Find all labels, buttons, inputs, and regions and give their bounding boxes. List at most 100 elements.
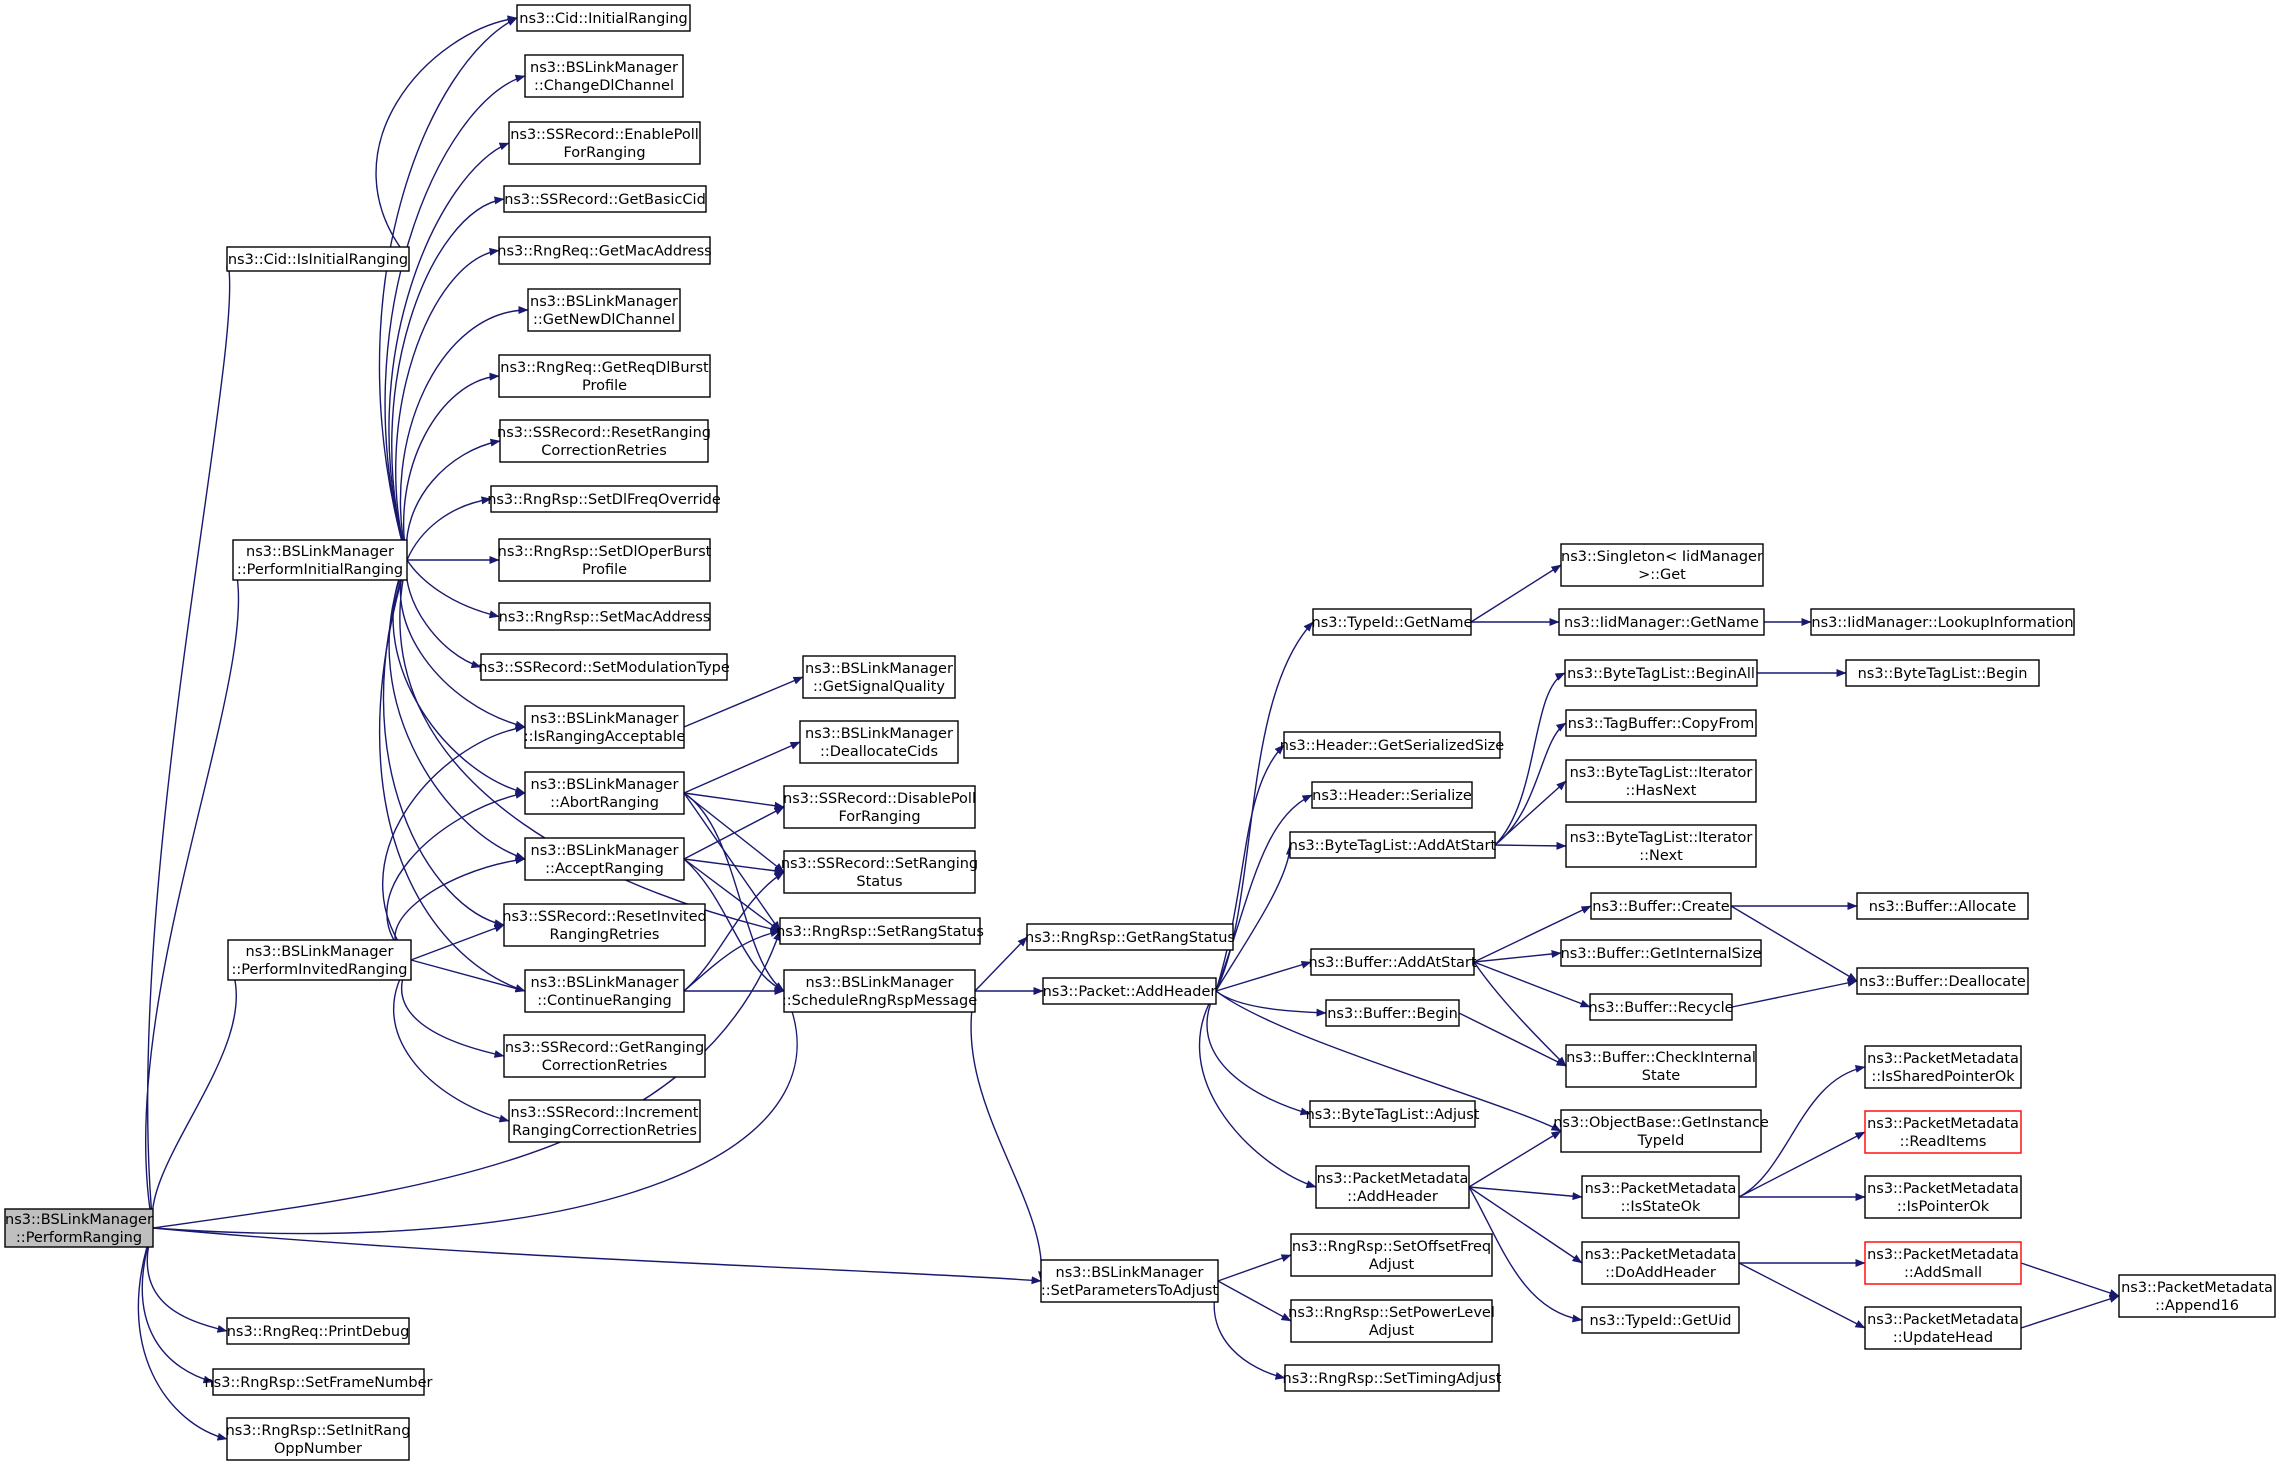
node-basicCid[interactable]: ns3::SSRecord::GetBasicCid <box>503 185 707 213</box>
node-label-line: ns3::IidManager::LookupInformation <box>1811 615 2073 631</box>
node-label-line: OppNumber <box>274 1441 362 1457</box>
edge-path <box>683 676 804 728</box>
node-btlBegin[interactable]: ns3::ByteTagList::Begin <box>1845 659 2040 687</box>
node-getName[interactable]: ns3::TypeId::GetName <box>1312 608 1473 636</box>
node-box <box>1564 659 1758 687</box>
node-btlAddAt[interactable]: ns3::ByteTagList::AddAtStart <box>1289 831 1497 859</box>
node-frameNum[interactable]: ns3::RngRsp::SetFrameNumber <box>204 1368 433 1396</box>
node-cidIsInit[interactable]: ns3::Cid::IsInitialRanging <box>226 246 410 272</box>
node-allocate[interactable]: ns3::Buffer::Allocate <box>1856 892 2029 920</box>
node-isShared[interactable]: ns3::PacketMetadata::IsSharedPointerOk <box>1864 1045 2022 1089</box>
node-rspMac[interactable]: ns3::RngRsp::SetMacAddress <box>498 602 711 631</box>
node-updateHead[interactable]: ns3::PacketMetadata::UpdateHead <box>1864 1306 2022 1350</box>
node-label-line: ns3::PacketMetadata <box>1585 1247 1737 1263</box>
node-box <box>1864 1045 2022 1089</box>
node-resetCorr[interactable]: ns3::SSRecord::ResetRangingCorrectionRet… <box>497 419 711 463</box>
node-lookup[interactable]: ns3::IidManager::LookupInformation <box>1810 608 2075 636</box>
node-changeDl[interactable]: ns3::BSLinkManager::ChangeDlChannel <box>524 54 684 98</box>
node-box <box>508 1099 701 1143</box>
node-singleton[interactable]: ns3::Singleton< IidManager>::Get <box>1560 543 1764 587</box>
edge-path <box>683 792 785 810</box>
node-dealloc2[interactable]: ns3::Buffer::Deallocate <box>1856 967 2029 995</box>
node-getRang[interactable]: ns3::RngRsp::GetRangStatus <box>1025 923 1235 951</box>
node-sched[interactable]: ns3::BSLinkManager::ScheduleRngRspMessag… <box>782 969 977 1013</box>
node-label-line: ::DeallocateCids <box>820 744 938 760</box>
edge-path <box>384 74 526 561</box>
edge-path <box>410 959 526 993</box>
node-setParams[interactable]: ns3::BSLinkManager::SetParametersToAdjus… <box>1040 1259 1219 1303</box>
node-hasNext[interactable]: ns3::ByteTagList::Iterator::HasNext <box>1565 759 1757 803</box>
node-bufAddAt[interactable]: ns3::Buffer::AddAtStart <box>1308 948 1477 976</box>
node-modType[interactable]: ns3::SSRecord::SetModulationType <box>478 653 730 681</box>
node-next[interactable]: ns3::ByteTagList::Iterator::Next <box>1565 824 1757 868</box>
edge-addHeader-to-btlAdjust <box>1206 990 1311 1116</box>
node-recycle[interactable]: ns3::Buffer::Recycle <box>1588 993 1734 1021</box>
edge-path <box>2020 1262 2120 1297</box>
node-label-line: CorrectionRetries <box>541 443 667 459</box>
node-rspSetRang[interactable]: ns3::RngRsp::SetRangStatus <box>776 917 984 945</box>
node-pInit[interactable]: ns3::BSLinkManager::PerformInitialRangin… <box>232 539 408 581</box>
node-label-line: ns3::SSRecord::SetRanging <box>781 856 978 872</box>
node-resetInv[interactable]: ns3::SSRecord::ResetInvitedRangingRetrie… <box>502 903 707 947</box>
node-label-line: ns3::Packet::AddHeader <box>1043 984 1217 1000</box>
node-cont[interactable]: ns3::BSLinkManager::ContinueRanging <box>524 969 685 1013</box>
node-copyFrom[interactable]: ns3::TagBuffer::CopyFrom <box>1565 709 1757 737</box>
node-root[interactable]: ns3::BSLinkManager::PerformRanging <box>4 1208 154 1248</box>
node-incCorr[interactable]: ns3::SSRecord::IncrementRangingCorrectio… <box>508 1099 701 1143</box>
edge-getName-to-singleton <box>1470 564 1562 623</box>
node-getUid[interactable]: ns3::TypeId::GetUid <box>1581 1306 1740 1334</box>
node-label-line: ns3::Cid::InitialRanging <box>519 11 687 27</box>
node-abort[interactable]: ns3::BSLinkManager::AbortRanging <box>524 771 685 815</box>
node-accept[interactable]: ns3::BSLinkManager::AcceptRanging <box>524 837 685 881</box>
edge-path <box>683 858 785 875</box>
node-beginAll[interactable]: ns3::ByteTagList::BeginAll <box>1564 659 1758 687</box>
node-btlAdjust[interactable]: ns3::ByteTagList::Adjust <box>1306 1100 1480 1128</box>
node-bufBegin[interactable]: ns3::Buffer::Begin <box>1325 999 1460 1027</box>
node-pInvited[interactable]: ns3::BSLinkManager::PerformInvitedRangin… <box>227 939 412 981</box>
node-internalSize[interactable]: ns3::Buffer::GetInternalSize <box>1560 939 1762 967</box>
node-label-line: ::UpdateHead <box>1893 1330 1993 1346</box>
node-append16[interactable]: ns3::PacketMetadata::Append16 <box>2118 1274 2276 1318</box>
node-box <box>1040 1259 1219 1303</box>
node-serSize[interactable]: ns3::Header::GetSerializedSize <box>1280 731 1505 759</box>
node-iidGetName[interactable]: ns3::IidManager::GetName <box>1558 608 1765 636</box>
node-doAddHeader[interactable]: ns3::PacketMetadata::DoAddHeader <box>1581 1241 1740 1285</box>
node-serialize[interactable]: ns3::Header::Serialize <box>1311 781 1473 809</box>
node-newDl[interactable]: ns3::BSLinkManager::GetNewDlChannel <box>527 288 681 332</box>
node-box <box>1864 1241 2022 1285</box>
edge-pInit-to-modType <box>405 559 482 669</box>
node-getCorr[interactable]: ns3::SSRecord::GetRangingCorrectionRetri… <box>503 1034 706 1078</box>
node-pmAddHeader[interactable]: ns3::PacketMetadata::AddHeader <box>1315 1165 1470 1209</box>
node-label-line: RangingCorrectionRetries <box>512 1123 697 1139</box>
node-box <box>480 653 728 681</box>
node-dlFreq[interactable]: ns3::RngRsp::SetDlFreqOverride <box>487 485 721 513</box>
edge-setParams-to-powLvl <box>1217 1280 1292 1322</box>
node-dealloc[interactable]: ns3::BSLinkManager::DeallocateCids <box>799 720 959 764</box>
edge-path <box>144 559 241 1229</box>
node-printDbg[interactable]: ns3::RngReq::PrintDebug <box>226 1317 410 1345</box>
node-isStateOk[interactable]: ns3::PacketMetadata::IsStateOk <box>1581 1175 1740 1219</box>
node-reqMac[interactable]: ns3::RngReq::GetMacAddress <box>497 236 712 265</box>
node-addSmall[interactable]: ns3::PacketMetadata::AddSmall <box>1864 1241 2022 1285</box>
node-isAccept[interactable]: ns3::BSLinkManager::IsRangingAcceptable <box>524 705 686 749</box>
node-readItems[interactable]: ns3::PacketMetadata::ReadItems <box>1864 1110 2022 1154</box>
node-create[interactable]: ns3::Buffer::Create <box>1590 892 1732 920</box>
node-sigQ[interactable]: ns3::BSLinkManager::GetSignalQuality <box>802 655 956 699</box>
node-isPtrOk[interactable]: ns3::PacketMetadata::IsPointerOk <box>1864 1175 2022 1219</box>
node-timAdj[interactable]: ns3::RngRsp::SetTimingAdjust <box>1283 1364 1502 1392</box>
node-label-line: ns3::RngRsp::SetFrameNumber <box>204 1375 432 1391</box>
edge-path <box>1468 1186 1583 1323</box>
node-addHeader[interactable]: ns3::Packet::AddHeader <box>1042 977 1217 1005</box>
edge-pInit-to-dlFreq <box>406 496 492 561</box>
node-cidInit[interactable]: ns3::Cid::InitialRanging <box>516 4 691 32</box>
